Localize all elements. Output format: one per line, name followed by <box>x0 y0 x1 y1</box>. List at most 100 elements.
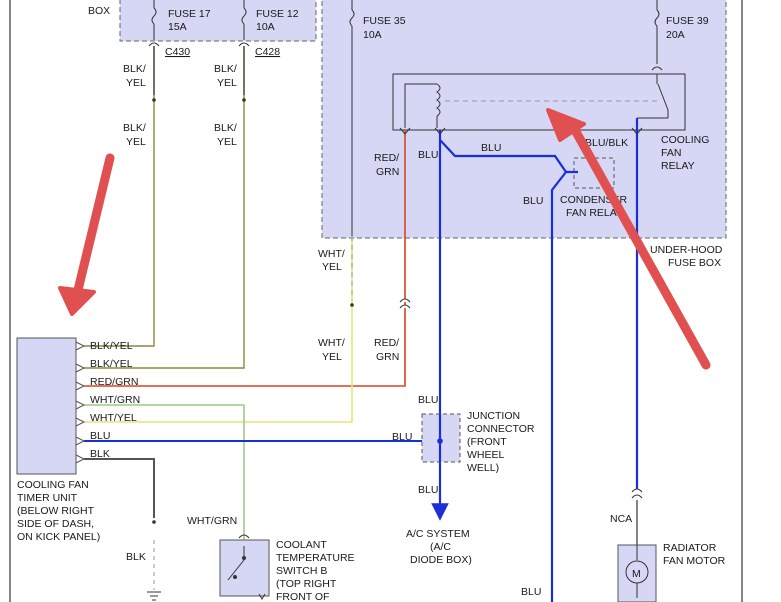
wht-grn-label: WHT/GRN <box>187 515 237 527</box>
blu-jc-top: BLU <box>418 394 438 406</box>
w2-top-a: BLK/ <box>214 63 237 75</box>
cooling-fan-relay-line-1: COOLING <box>661 134 709 146</box>
fuse-35 <box>349 0 355 236</box>
timer-unit-line-4: SIDE OF DASH, <box>17 518 94 530</box>
cooling-fan-relay-line-3: RELAY <box>661 160 695 172</box>
coolant-switch-contact <box>233 575 237 579</box>
fuse39-amp: 20A <box>666 29 685 41</box>
rg-bot-a: RED/ <box>374 337 399 349</box>
underhood-line-1: UNDER-HOOD <box>650 244 723 256</box>
w1-mid-a: BLK/ <box>123 122 146 134</box>
w2-mid-a: BLK/ <box>214 122 237 134</box>
motor-symbol: M <box>632 568 641 580</box>
coolant-switch-pin <box>258 593 266 600</box>
coolant-switch-node <box>242 556 246 560</box>
relay-pin-1 <box>399 127 411 135</box>
rg-top-a: RED/ <box>374 152 399 164</box>
w1-top-b: YEL <box>126 77 146 89</box>
coolant-line-5: FRONT OF <box>276 591 329 602</box>
relay-coil <box>436 83 441 117</box>
cooling-fan-relay-box <box>392 73 686 131</box>
top-fuse-box <box>119 0 317 42</box>
relay-switch <box>657 83 669 111</box>
w1-mid-b: YEL <box>126 136 146 148</box>
fuse39-label: FUSE 39 <box>666 15 709 27</box>
blu-blk-label: BLU/BLK <box>585 137 628 149</box>
junction-line-2: CONNECTOR <box>467 423 535 435</box>
underhood-fuse-box <box>321 0 727 239</box>
fuse-17 <box>151 0 157 40</box>
timer-wire-2: BLK/YEL <box>90 358 133 370</box>
annotation-arrow-right <box>546 108 711 370</box>
c430-connector <box>148 42 160 47</box>
fuse-12 <box>241 0 247 40</box>
timer-unit-line-1: COOLING FAN <box>17 479 89 491</box>
wy-top-a: WHT/ <box>318 248 345 260</box>
coolant-line-3: SWITCH B <box>276 565 327 577</box>
cooling-fan-relay-line-2: FAN <box>661 147 681 159</box>
fuse-39 <box>654 0 660 84</box>
junction-dot <box>437 438 443 444</box>
wire-wht-grn <box>84 404 245 540</box>
fuse17-amp: 15A <box>168 21 187 33</box>
relay-pin-2 <box>434 127 446 135</box>
timer-wire-3: RED/GRN <box>90 376 138 388</box>
timer-unit-line-5: ON KICK PANEL) <box>17 531 100 543</box>
timer-unit-line-2: TIMER UNIT <box>17 492 78 504</box>
w1-top-a: BLK/ <box>123 63 146 75</box>
wire-blk <box>84 458 155 518</box>
wire-wht-yel <box>84 236 353 423</box>
c428-label: C428 <box>255 46 280 58</box>
blu-jc-bot: BLU <box>418 484 438 496</box>
relay-pin-3 <box>631 127 643 135</box>
junction-line-5: WELL) <box>467 462 499 474</box>
timer-wire-1: BLK/YEL <box>90 340 133 352</box>
wire-blk-yel-1 <box>84 46 155 347</box>
wy-bot-a: WHT/ <box>318 337 345 349</box>
blk-bottom-label: BLK <box>126 551 146 563</box>
c428-connector <box>238 42 250 47</box>
blu-cond-label: BLU <box>523 195 543 207</box>
cooling-fan-timer-unit <box>16 337 77 475</box>
coolant-line-4: (TOP RIGHT <box>276 578 337 590</box>
relay-coil-wire <box>404 83 437 128</box>
ac-system-line-2: (A/C <box>430 541 451 553</box>
nca-connector <box>631 488 643 499</box>
fuse17-label: FUSE 17 <box>168 8 211 20</box>
timer-wire-4: WHT/GRN <box>90 394 140 406</box>
wht-yel-splice-dot <box>350 303 354 307</box>
coolant-line-1: COOLANT <box>276 539 327 551</box>
fuse35-label: FUSE 35 <box>363 15 406 27</box>
timer-wire-5: WHT/YEL <box>90 412 137 424</box>
c430-label: C430 <box>165 46 190 58</box>
wire-blu-condenser <box>439 139 578 174</box>
ac-system-line-1: A/C SYSTEM <box>406 528 470 540</box>
fuse12-label: FUSE 12 <box>256 8 299 20</box>
junction-line-3: (FRONT <box>467 436 507 448</box>
ground-symbol <box>147 591 161 601</box>
blk-splice-dot <box>152 520 156 524</box>
wire-blu-down <box>550 171 567 602</box>
fuse39-connector <box>651 66 663 71</box>
wy-bot-b: YEL <box>322 351 342 363</box>
timer-wire-7: BLK <box>90 448 110 460</box>
coolant-connector <box>238 534 250 539</box>
red-grn-connector <box>399 298 411 309</box>
w2-top-b: YEL <box>217 77 237 89</box>
condenser-relay-line-2: FAN RELAY <box>566 207 623 219</box>
ac-system-line-3: DIODE BOX) <box>410 554 472 566</box>
blu-bottom-label: BLU <box>521 586 541 598</box>
nca-label: NCA <box>610 513 632 525</box>
timer-wire-6: BLU <box>90 430 110 442</box>
wire-red-grn <box>84 130 406 387</box>
blu-jc-left: BLU <box>392 431 412 443</box>
fuse35-amp: 10A <box>363 29 382 41</box>
blu-diag-label: BLU <box>481 142 501 154</box>
underhood-line-2: FUSE BOX <box>668 257 721 269</box>
rg-bot-b: GRN <box>376 351 399 363</box>
wire-blk-yel-2 <box>84 46 245 369</box>
coolant-line-2: TEMPERATURE <box>276 552 355 564</box>
wy-top-b: YEL <box>322 261 342 273</box>
coolant-switch-blade <box>227 559 245 581</box>
